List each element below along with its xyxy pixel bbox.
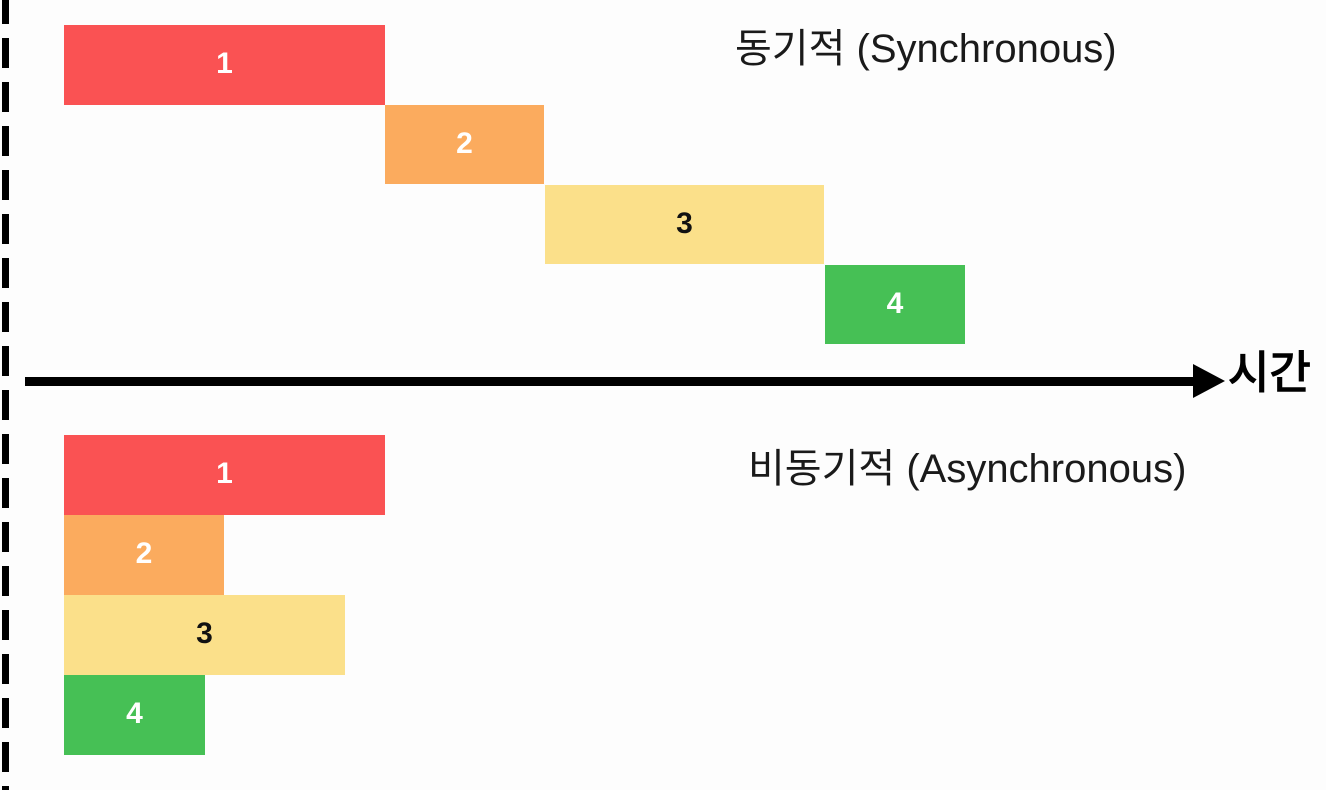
sync-task-bar-4: 4 (825, 265, 965, 344)
sync-task-bar-1: 1 (64, 25, 385, 105)
async-task-bar-1-label: 1 (216, 457, 233, 490)
section-caption-synchronous: 동기적 (Synchronous) (735, 27, 1117, 71)
async-task-bar-2-label: 2 (135, 537, 153, 570)
async-task-bar-4-label: 4 (126, 697, 143, 730)
sync-task-bar-3-label: 3 (676, 206, 693, 240)
section-caption-asynchronous: 비동기적 (Asynchronous) (748, 447, 1187, 491)
time-axis-arrow (25, 364, 1225, 398)
async-task-bar-3: 3 (64, 595, 345, 675)
time-axis-label: 시간 (1228, 347, 1311, 398)
async-task-bar-1: 1 (64, 435, 385, 515)
left-dashed-rule (2, 0, 9, 790)
async-task-bar-4: 4 (64, 675, 205, 755)
arrow-head-icon (1193, 364, 1225, 398)
sync-task-bar-1-label: 1 (216, 47, 233, 80)
sync-task-bar-3: 3 (545, 185, 824, 264)
time-axis-line (25, 377, 1203, 386)
sync-task-bar-2: 2 (385, 105, 544, 184)
async-task-bar-3-label: 3 (196, 617, 213, 650)
sync-task-bar-4-label: 4 (886, 286, 904, 320)
sync-task-bar-2-label: 2 (456, 126, 473, 160)
async-task-bar-2: 2 (64, 515, 224, 595)
